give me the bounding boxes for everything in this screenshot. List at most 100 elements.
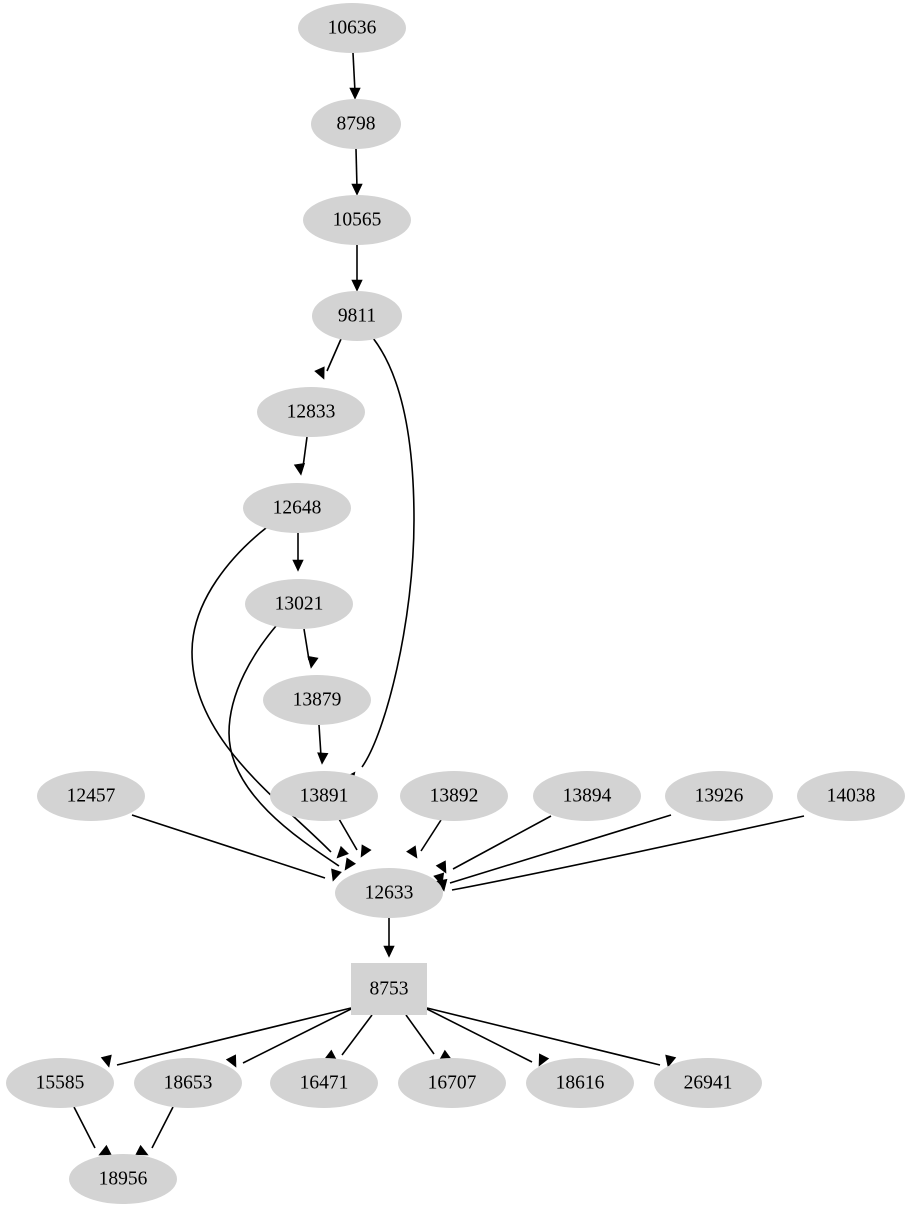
arrowhead-icon — [665, 1054, 677, 1068]
edge-line — [131, 814, 326, 879]
graph-edge — [338, 818, 372, 858]
edge-line — [452, 815, 552, 870]
arrowhead-icon — [406, 845, 418, 859]
edge-line — [352, 52, 356, 93]
node-ellipse-shape[interactable] — [245, 579, 353, 629]
graph-edge — [351, 245, 363, 292]
arrowhead-icon — [314, 366, 325, 380]
edge-line — [116, 1007, 352, 1066]
node-ellipse-shape[interactable] — [69, 1154, 177, 1204]
graph-node[interactable]: 13891 — [270, 771, 378, 821]
edge-line — [302, 436, 308, 468]
node-ellipse-shape[interactable] — [400, 771, 508, 821]
arrowhead-icon — [349, 87, 361, 100]
node-ellipse-shape[interactable] — [263, 675, 371, 725]
graph-node[interactable]: 13894 — [533, 771, 641, 821]
graph-node[interactable]: 13892 — [400, 771, 508, 821]
arrowhead-icon — [344, 857, 357, 871]
graph-edge — [303, 628, 319, 669]
arrowhead-icon — [292, 559, 304, 572]
arrowhead-icon — [331, 868, 342, 882]
edge-line — [73, 1106, 96, 1149]
edge-line — [355, 148, 358, 189]
arrowhead-icon — [135, 1144, 149, 1156]
graph-node[interactable]: 16707 — [398, 1058, 506, 1108]
arrowhead-icon — [351, 183, 363, 196]
graph-node[interactable]: 16471 — [270, 1058, 378, 1108]
graph-node[interactable]: 26941 — [654, 1058, 762, 1108]
graph-node[interactable]: 18956 — [69, 1154, 177, 1204]
edge-line — [449, 814, 672, 884]
node-ellipse-shape[interactable] — [312, 291, 402, 341]
graph-node[interactable]: 12648 — [243, 483, 351, 533]
node-ellipse-shape[interactable] — [37, 771, 145, 821]
graph-node[interactable]: 14038 — [797, 771, 905, 821]
node-rect-shape[interactable] — [351, 963, 427, 1015]
node-ellipse-shape[interactable] — [270, 1058, 378, 1108]
node-ellipse-shape[interactable] — [303, 195, 411, 245]
edge-line — [151, 1106, 174, 1149]
graph-node[interactable]: 10565 — [303, 195, 411, 245]
edge-line — [426, 1007, 661, 1066]
edge-line — [341, 1014, 373, 1056]
node-ellipse-shape[interactable] — [311, 99, 401, 149]
node-ellipse-shape[interactable] — [654, 1058, 762, 1108]
node-ellipse-shape[interactable] — [335, 868, 443, 918]
graph-edge — [435, 815, 552, 874]
graph-node[interactable]: 18616 — [526, 1058, 634, 1108]
graph-edge — [135, 1106, 174, 1156]
arrowhead-icon — [351, 279, 363, 292]
graph-node[interactable]: 8798 — [311, 99, 401, 149]
arrowhead-icon — [225, 1054, 237, 1068]
arrowhead-icon — [98, 1144, 112, 1156]
edge-line — [451, 815, 805, 891]
arrowhead-icon — [360, 844, 372, 858]
edge-line — [338, 818, 358, 851]
graph-node[interactable]: 10636 — [298, 3, 406, 53]
edge-line — [228, 625, 340, 867]
graph-edge — [426, 1007, 677, 1068]
graph-edge — [406, 819, 442, 859]
graph-edge — [317, 724, 329, 765]
edge-line — [326, 338, 342, 372]
node-ellipse-shape[interactable] — [398, 1058, 506, 1108]
graph-edge — [349, 52, 361, 100]
graph-node[interactable]: 15585 — [6, 1058, 114, 1108]
graph-node[interactable]: 13879 — [263, 675, 371, 725]
graph-node[interactable]: 18653 — [134, 1058, 242, 1108]
graph-node[interactable]: 12833 — [257, 387, 365, 437]
edge-line — [405, 1014, 435, 1055]
graph-node[interactable]: 13926 — [665, 771, 773, 821]
graph-node[interactable]: 12457 — [37, 771, 145, 821]
edge-line — [242, 1008, 352, 1064]
node-ellipse-shape[interactable] — [134, 1058, 242, 1108]
node-ellipse-shape[interactable] — [526, 1058, 634, 1108]
graph-edge — [293, 436, 308, 476]
graph-node[interactable]: 8753 — [351, 963, 427, 1015]
graph-edge — [383, 918, 395, 958]
arrowhead-icon — [100, 1054, 112, 1068]
graph-node[interactable]: 13021 — [245, 579, 353, 629]
node-ellipse-shape[interactable] — [665, 771, 773, 821]
graph-node[interactable]: 12633 — [335, 868, 443, 918]
node-ellipse-shape[interactable] — [797, 771, 905, 821]
arrowhead-icon — [435, 860, 447, 874]
graph-edge — [73, 1106, 112, 1156]
graph-node[interactable]: 9811 — [312, 291, 402, 341]
node-ellipse-shape[interactable] — [6, 1058, 114, 1108]
node-ellipse-shape[interactable] — [243, 483, 351, 533]
arrowhead-icon — [307, 655, 319, 669]
node-ellipse-shape[interactable] — [298, 3, 406, 53]
graph-edge — [351, 148, 363, 196]
arrowhead-icon — [317, 752, 329, 765]
graph-edge — [225, 1008, 352, 1068]
graph-edge — [131, 814, 342, 882]
node-ellipse-shape[interactable] — [270, 771, 378, 821]
node-ellipse-shape[interactable] — [257, 387, 365, 437]
edge-line — [318, 724, 322, 757]
node-ellipse-shape[interactable] — [533, 771, 641, 821]
edge-line — [426, 1008, 533, 1063]
